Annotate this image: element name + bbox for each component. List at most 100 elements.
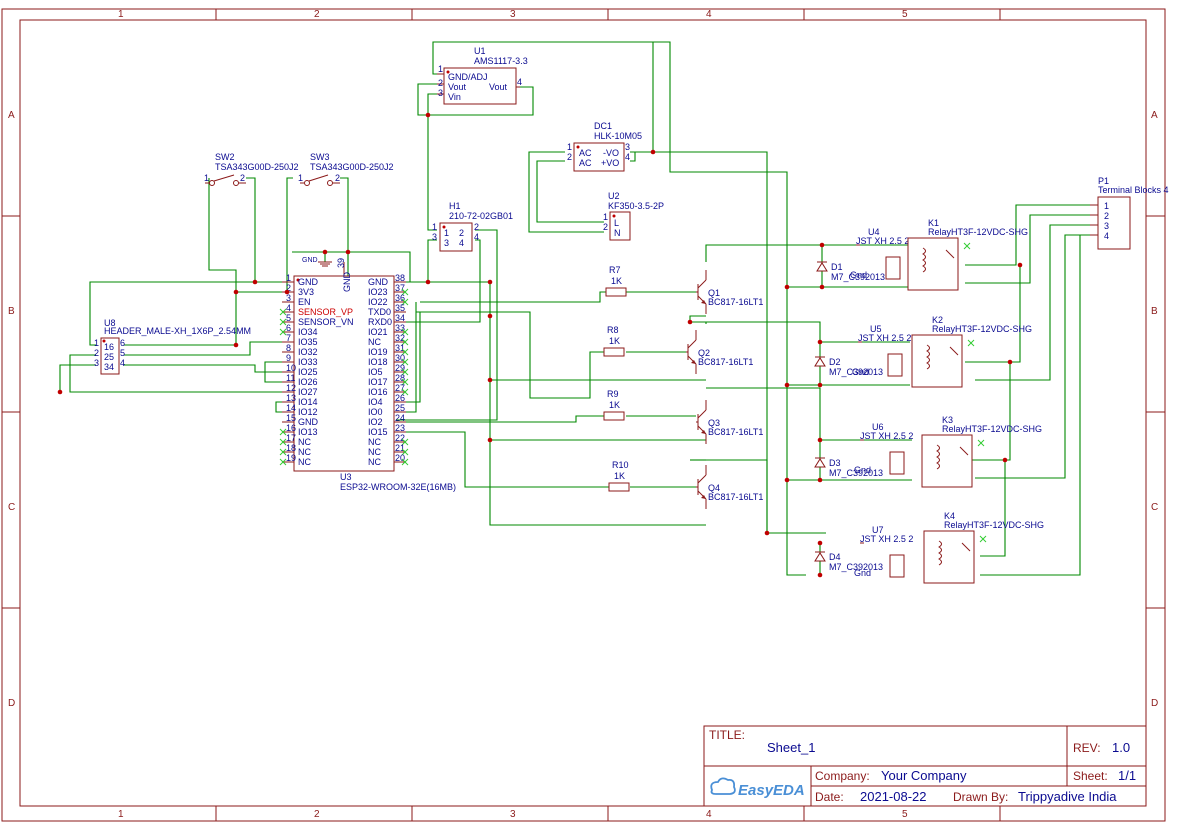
drawn-value: Trippyadive India — [1018, 789, 1117, 804]
jst-ref-1: U5 — [870, 324, 882, 334]
u8-value: HEADER_MALE-XH_1X6P_2.54MM — [104, 326, 251, 336]
u3-pin-num-11: 11 — [286, 373, 295, 383]
u8-left-34: 34 — [104, 362, 114, 372]
u3-pin-name-13: IO14 — [298, 397, 318, 407]
u1-pin-vout: Vout — [448, 82, 467, 92]
u3-gnd-top: GND — [342, 272, 352, 293]
relay-value-3: RelayHT3F-12VDC-SHG — [944, 520, 1044, 530]
p1-pin2: 2 — [1104, 211, 1109, 221]
h1-ref: H1 — [449, 201, 461, 211]
p1-terminal-blocks: P1 Terminal Blocks 4 1 2 3 4 — [1090, 176, 1169, 250]
u3-pin-num-27: 27 — [395, 383, 405, 393]
diode-ref-0: D1 — [831, 262, 843, 272]
u3-pin-num-17: 17 — [286, 433, 296, 443]
u3-pin-num-25: 25 — [395, 403, 405, 413]
u3-pin-num-36: 36 — [395, 293, 405, 303]
zone-row-left-C: C — [8, 502, 15, 513]
u3-pin-name-18: NC — [298, 447, 311, 457]
u1-regulator: U1 AMS1117-3.3 GND/ADJ Vout Vin Vout 1 2… — [437, 46, 528, 105]
dc1-pin-ac2: AC — [579, 158, 592, 168]
u3-pin-num-2: 2 — [286, 283, 291, 293]
dc1-pin1-num: 1 — [567, 142, 572, 152]
u3-pin-name-16: IO13 — [298, 427, 318, 437]
transistor-ref-0: Q1 — [708, 288, 720, 298]
u3-pin-name-34: RXD0 — [368, 317, 392, 327]
zone-row-right-D: D — [1151, 698, 1158, 709]
jst-gnd-3: Gnd — [854, 568, 871, 578]
diode-value-3: M7_C392013 — [829, 562, 883, 572]
title-label: TITLE: — [709, 728, 745, 742]
diodes: D1M7_C392013D2M7_C392013D3M7_C392013D4M7… — [814, 261, 885, 572]
u3-right-pins: 38GND37IO2336IO2235TXD034RXD033IO2132NC3… — [368, 273, 409, 467]
u3-pin-num-9: 9 — [286, 353, 291, 363]
relays: K1RelayHT3F-12VDC-SHGK2RelayHT3F-12VDC-S… — [907, 218, 1044, 584]
p1-pin1: 1 — [1104, 201, 1109, 211]
u3-pin-num-26: 26 — [395, 393, 405, 403]
u1-pin3-num: 3 — [438, 88, 443, 98]
u3-pin-name-12: IO27 — [298, 387, 318, 397]
h1-pin1: 1 — [444, 228, 449, 238]
transistor-value-3: BC817-16LT1 — [708, 492, 763, 502]
dc1-pin2-num: 2 — [567, 152, 572, 162]
zone-col-bottom-2: 2 — [314, 809, 320, 820]
u3-pin-name-2: 3V3 — [298, 287, 314, 297]
dc1-pin4-num: 4 — [625, 152, 630, 162]
u1-pin-gnd: GND/ADJ — [448, 72, 488, 82]
sw3-pin1: 1 — [298, 173, 303, 183]
u3-pin-name-9: IO33 — [298, 357, 318, 367]
h1-pin2: 2 — [459, 228, 464, 238]
u3-pin-name-36: IO22 — [368, 297, 388, 307]
company-value: Your Company — [881, 768, 967, 783]
u3-pin-num-3: 3 — [286, 293, 291, 303]
diode-ref-2: D3 — [829, 458, 841, 468]
u3-pin-num-30: 30 — [395, 353, 405, 363]
u1-pin4-num: 4 — [517, 77, 522, 87]
diode-value-2: M7_C392013 — [829, 468, 883, 478]
junctions — [57, 112, 1023, 578]
u3-pin-num-38: 38 — [395, 273, 405, 283]
p1-value: Terminal Blocks 4 — [1098, 185, 1169, 195]
u3-pin-name-8: IO32 — [298, 347, 318, 357]
u3-pin-num-12: 12 — [286, 383, 296, 393]
jst-value-1: JST XH 2.5 2 — [858, 333, 911, 343]
transistor-ref-1: Q2 — [698, 348, 710, 358]
jst-value-0: JST XH 2.5 2 — [856, 236, 909, 246]
u2-pin-l: L — [614, 218, 619, 228]
u3-pin-num-24: 24 — [395, 413, 405, 423]
dc1-pin-vo-neg: -VO — [603, 148, 619, 158]
zone-col-top-2: 2 — [314, 9, 320, 20]
u8-pin1-num: 1 — [94, 338, 99, 348]
u2-ref: U2 — [608, 191, 620, 201]
zone-col-top-5: 5 — [902, 9, 908, 20]
u3-pin-num-31: 31 — [395, 343, 405, 353]
sw2-pin1: 1 — [204, 173, 209, 183]
sw2-switch: SW2 TSA343G00D-250J2 1 2 — [204, 152, 299, 186]
diode-ref-3: D4 — [829, 552, 841, 562]
resistor-ref-2: R9 — [607, 389, 619, 399]
u3-pin-num-23: 23 — [395, 423, 405, 433]
u3-pin-name-33: IO21 — [368, 327, 388, 337]
zone-row-left-B: B — [8, 306, 15, 317]
sw2-value: TSA343G00D-250J2 — [215, 162, 299, 172]
date-value: 2021-08-22 — [860, 789, 927, 804]
diode-value-1: M7_C392013 — [829, 367, 883, 377]
u3-pin-num-28: 28 — [395, 373, 405, 383]
u3-pin-num-10: 10 — [286, 363, 296, 373]
u3-pin-name-38: GND — [368, 277, 389, 287]
u3-pin-name-32: NC — [368, 337, 381, 347]
u3-pin-num-20: 20 — [395, 453, 405, 463]
jst-gnd-1: Gnd — [852, 367, 869, 377]
zone-col-bottom-4: 4 — [706, 809, 712, 820]
zone-row-left-D: D — [8, 698, 15, 709]
